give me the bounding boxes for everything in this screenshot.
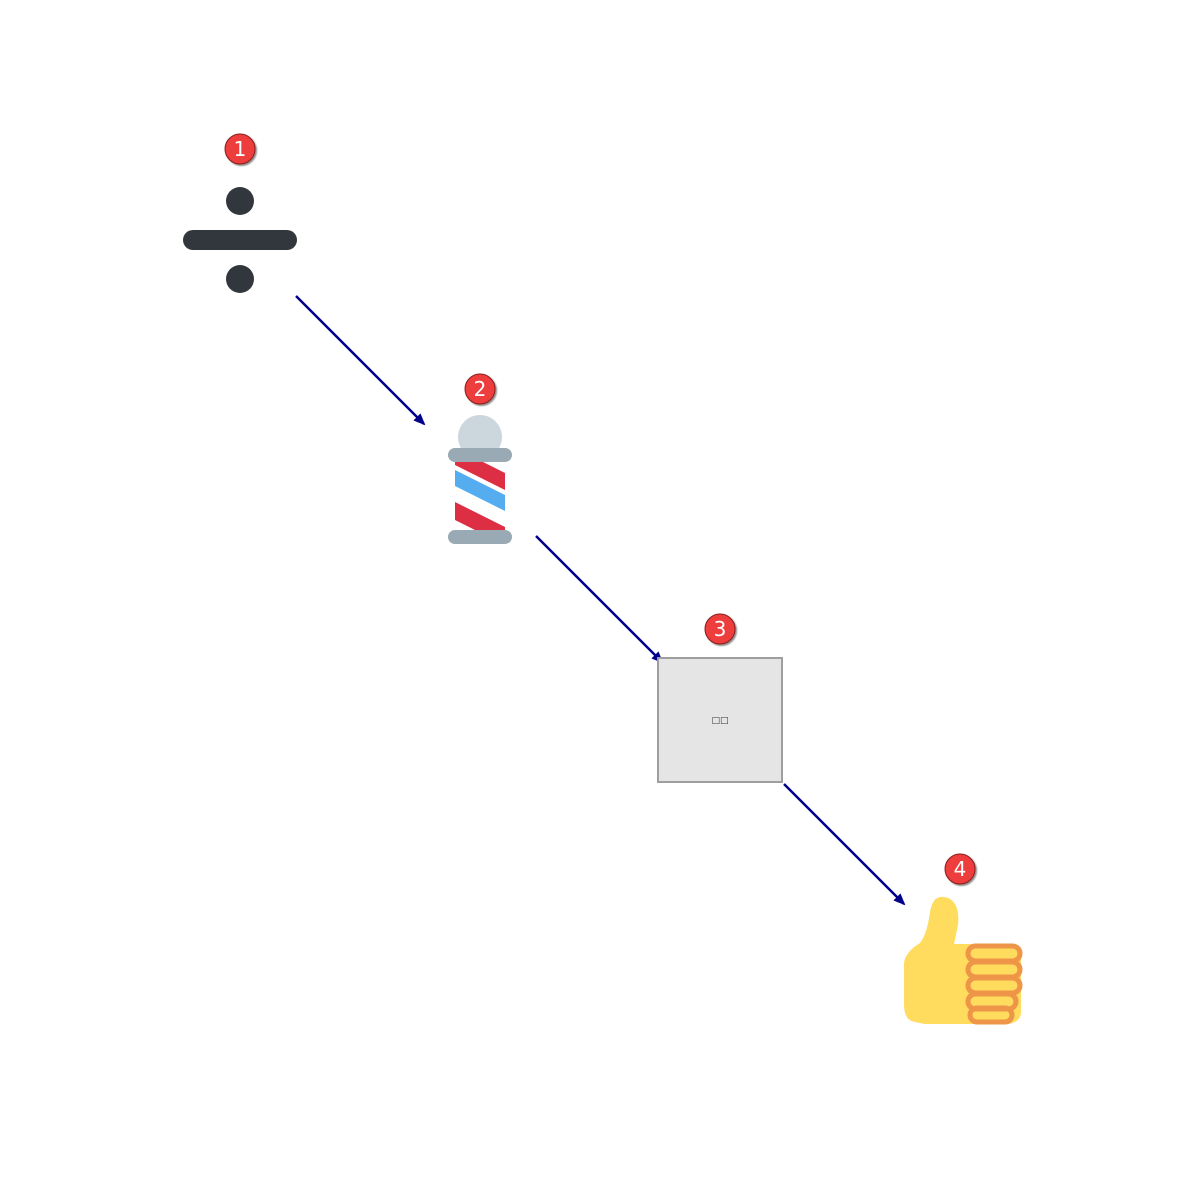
- placeholder-box-icon: [657, 657, 783, 783]
- step-3: □□ 3: [657, 613, 783, 783]
- step-4: 4: [904, 853, 1023, 1025]
- divide-icon: [183, 187, 297, 293]
- step-badge: [224, 133, 256, 165]
- step-badge: [704, 613, 736, 645]
- arrow-2-to-3: [535, 535, 664, 664]
- connectors: [295, 295, 906, 906]
- barber-pole-icon: [448, 415, 512, 544]
- step-1: 1: [183, 133, 297, 293]
- placeholder-glyph: □□: [711, 716, 728, 726]
- step-badge: [464, 373, 496, 405]
- arrow-1-to-2: [295, 295, 426, 426]
- step-number: 4: [954, 857, 967, 881]
- step-number: 3: [714, 617, 727, 641]
- step-badge: [944, 853, 976, 885]
- arrow-3-to-4: [783, 783, 906, 906]
- step-2: 2: [448, 373, 512, 544]
- step-number: 2: [474, 377, 487, 401]
- step-number: 1: [234, 137, 247, 161]
- thumbs-up-icon: [904, 896, 1023, 1025]
